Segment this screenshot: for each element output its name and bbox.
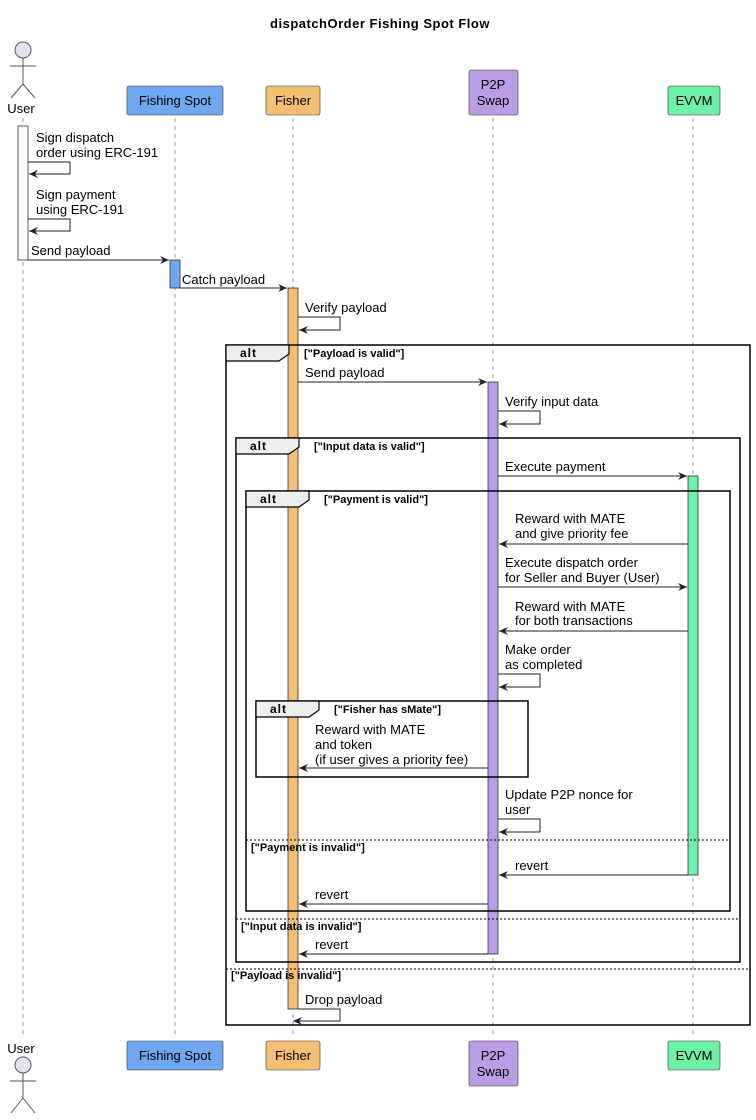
participant-fisher-top: Fisher — [265, 85, 321, 116]
msg-revert-payment-label: revert — [315, 887, 349, 902]
fragment-fisher-smate-guard: ["Fisher has sMate"] — [334, 704, 441, 716]
participant-evvm-label-bottom: EVVM — [676, 1048, 713, 1063]
participant-evvm-label: EVVM — [676, 93, 713, 108]
fragment-payload-valid-guard: ["Payload is valid"] — [304, 348, 405, 360]
participant-fisher-bottom: Fisher — [265, 1040, 321, 1071]
diagram-title: dispatchOrder Fishing Spot Flow — [270, 16, 490, 31]
participant-user-top: User — [7, 41, 36, 116]
msg-sign-payment-label-2: using ERC-191 — [36, 202, 124, 217]
msg-verify-payload-arrow — [298, 316, 341, 334]
msg-sign-dispatch-label-2: order using ERC-191 — [36, 145, 158, 160]
fragment-input-valid-guard: ["Input data is valid"] — [314, 441, 425, 453]
msg-make-order-arrow — [498, 673, 541, 691]
msg-sign-payment-arrow — [28, 218, 71, 235]
participant-p2p-swap-top: P2P Swap — [468, 69, 519, 116]
msg-verify-input-label: Verify input data — [505, 394, 599, 409]
fragment-payload-invalid-guard: ["Payload is invalid"] — [231, 970, 341, 982]
user-actor-icon — [10, 41, 36, 99]
activation-p2p-swap — [487, 381, 499, 955]
message-arrows — [28, 161, 688, 1025]
msg-execute-dispatch-label-2: for Seller and Buyer (User) — [505, 570, 660, 585]
participant-p2p-label-line2-bottom: Swap — [477, 1064, 510, 1079]
fragment-fisher-smate: alt ["Fisher has sMate"] — [255, 700, 529, 778]
fragment-payment-valid-guard: ["Payment is valid"] — [324, 494, 428, 506]
msg-drop-payload-label: Drop payload — [305, 992, 382, 1007]
participant-user-bottom: User — [7, 1041, 36, 1114]
participant-p2p-label-line1-bottom: P2P — [481, 1048, 506, 1063]
msg-sign-dispatch-label-1: Sign dispatch — [36, 130, 114, 145]
msg-reward-both-label-1: Reward with MATE — [515, 599, 626, 614]
participant-fishing-spot-top: Fishing Spot — [126, 85, 224, 116]
msg-send-payload-label: Send payload — [31, 243, 111, 258]
participant-fishing-spot-label: Fishing Spot — [139, 93, 212, 108]
msg-revert-input-label: revert — [315, 937, 349, 952]
message-labels: Sign dispatch order using ERC-191 Sign p… — [31, 130, 660, 1007]
msg-execute-dispatch-label-1: Execute dispatch order — [505, 555, 639, 570]
fragment-payload: alt ["Payload is valid"] ["Payload is in… — [225, 344, 751, 1026]
msg-verify-input-arrow — [498, 410, 541, 428]
participant-p2p-label-line1: P2P — [481, 77, 506, 92]
participant-user-label: User — [7, 101, 35, 116]
msg-make-order-label-2: as completed — [505, 657, 582, 672]
msg-verify-payload-label: Verify payload — [305, 300, 387, 315]
msg-reward-priority-label-1: Reward with MATE — [515, 511, 626, 526]
fragment-payment: alt ["Payment is valid"] ["Payment is in… — [245, 490, 731, 912]
msg-sign-payment-label-1: Sign payment — [36, 187, 116, 202]
msg-update-nonce-label-2: user — [505, 802, 531, 817]
msg-send-payload-p2p-label: Send payload — [305, 365, 385, 380]
fragment-payment-invalid-guard: ["Payment is invalid"] — [251, 842, 365, 854]
msg-make-order-label-1: Make order — [505, 642, 571, 657]
fragment-input-keyword: alt — [250, 439, 267, 453]
participant-fisher-label: Fisher — [275, 93, 312, 108]
msg-sign-dispatch-arrow — [28, 161, 71, 178]
activation-evvm — [687, 475, 699, 876]
fragment-payload-keyword: alt — [240, 346, 257, 360]
user-actor-icon-bottom — [10, 1056, 36, 1114]
msg-reward-priority-label-2: and give priority fee — [515, 526, 628, 541]
msg-drop-payload-arrow — [293, 1008, 341, 1025]
fragment-input-invalid-guard: ["Input data is invalid"] — [241, 921, 362, 933]
msg-reward-token-label-3: (if user gives a priority fee) — [315, 752, 468, 767]
msg-reward-token-label-1: Reward with MATE — [315, 722, 426, 737]
participant-p2p-label-line2: Swap — [477, 93, 510, 108]
activation-fisher — [287, 287, 299, 1010]
fragment-payment-keyword: alt — [260, 492, 277, 506]
msg-execute-payment-label: Execute payment — [505, 459, 606, 474]
msg-revert-evvm-label: revert — [515, 858, 549, 873]
activation-bars — [17, 125, 699, 1010]
activation-user — [17, 125, 29, 261]
fragment-fisher-keyword: alt — [270, 702, 287, 716]
participant-evvm-top: EVVM — [667, 85, 721, 116]
msg-update-nonce-arrow — [498, 818, 541, 836]
participant-user-label-bottom: User — [7, 1041, 35, 1056]
msg-update-nonce-label-1: Update P2P nonce for — [505, 787, 633, 802]
participant-fishing-spot-bottom: Fishing Spot — [126, 1040, 224, 1071]
participant-fishing-spot-label-bottom: Fishing Spot — [139, 1048, 212, 1063]
participant-p2p-swap-bottom: P2P Swap — [468, 1040, 519, 1087]
msg-reward-token-label-2: and token — [315, 737, 372, 752]
activation-fishing-spot — [169, 259, 181, 289]
msg-catch-payload-label: Catch payload — [182, 272, 265, 287]
participant-evvm-bottom: EVVM — [667, 1040, 721, 1071]
msg-reward-both-label-2: for both transactions — [515, 613, 633, 628]
participant-fisher-label-bottom: Fisher — [275, 1048, 312, 1063]
fragment-input: alt ["Input data is valid"] ["Input data… — [235, 437, 741, 963]
